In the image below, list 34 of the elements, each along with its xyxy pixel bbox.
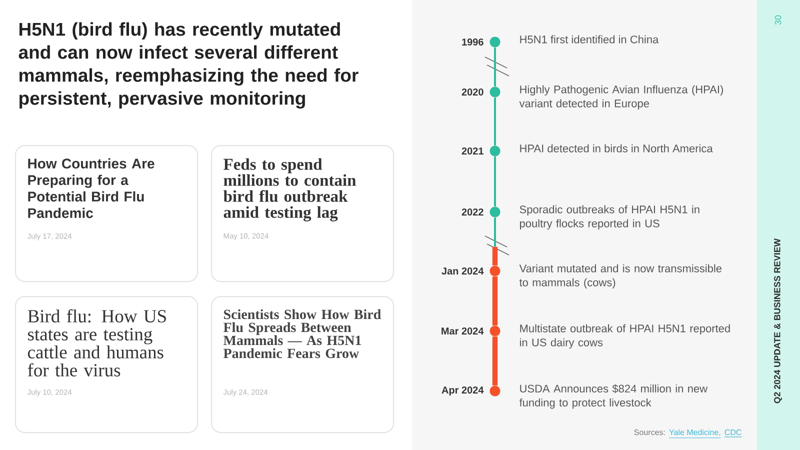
event-text: Highly Pathogenic Avian Influenza (HPAI) variant detected in Europe — [519, 85, 723, 110]
year-label: 2021 — [462, 147, 484, 155]
headline: Bird flu: How US states are testing cattle and humans for the virus — [28, 309, 166, 376]
title: H5N1 (bird flu) has recently mutated and can now infect several different mammals, reemphasizing the need for persistent, pervasive monitoring — [18, 22, 358, 109]
news-card — [15, 296, 198, 434]
footer-text: Q2 2024 UPDATE & BUSINESS REVIEW — [774, 238, 782, 404]
event-text: Variant mutated and is now transmissible to mammals (cows) — [519, 264, 722, 289]
event-text: H5N1 first identified in China — [520, 35, 659, 44]
link: Yale Medicine, — [668, 429, 722, 438]
news-card — [211, 145, 394, 282]
headline: Feds to spend millions to contain bird flu outbreak amid testing lag — [223, 158, 356, 222]
headline: How Countries Are Preparing for a Potential Bird Flu Pandemic — [28, 158, 154, 218]
timeline-line — [494, 156, 496, 206]
year-label: 2020 — [462, 88, 484, 96]
link: CDC — [724, 429, 742, 438]
timeline-line — [494, 98, 496, 146]
event-text: USDA Announces $824 million in new funding to protect livestock — [519, 384, 708, 409]
year-label: Mar 2024 — [442, 327, 484, 335]
timeline-line — [494, 48, 496, 86]
timeline-line — [492, 276, 498, 326]
year-label: 2022 — [462, 208, 484, 216]
event-text: Multistate outbreak of HPAI H5N1 reported in US dairy cows — [520, 324, 730, 349]
news-card — [15, 145, 198, 282]
news-card — [211, 296, 394, 434]
page-number: 30 — [774, 15, 782, 25]
event-text: Sporadic outbreaks of HPAI H5N1 in poultry flocks reported in US — [520, 205, 700, 230]
source-note: Sources: — [634, 429, 665, 436]
event-text: HPAI detected in birds in North America — [520, 144, 713, 152]
year-label: Apr 2024 — [442, 386, 484, 396]
timeline-line — [492, 336, 498, 386]
headline: Scientists Show How Bird Flu Spreads Between Mammals — As H5N1 Pandemic Fears Grow — [224, 309, 381, 358]
year-label: 1996 — [462, 38, 484, 46]
year-label: Jan 2024 — [442, 267, 484, 275]
timeline-line — [492, 218, 498, 266]
